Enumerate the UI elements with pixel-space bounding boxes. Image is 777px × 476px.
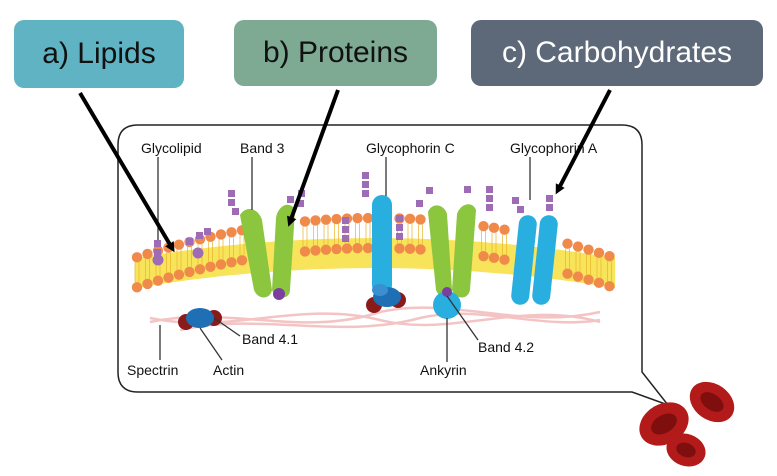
label-band3: Band 3 (240, 140, 285, 156)
lipid-head (499, 224, 510, 235)
red-blood-cells (639, 381, 735, 467)
lipid-head (562, 268, 573, 279)
lipid-head (299, 246, 311, 257)
lipid-head (604, 280, 615, 292)
lipid-head (310, 245, 321, 256)
label-glycophorin-c: Glycophorin C (366, 140, 455, 156)
proteins-callout-label: b) Proteins (262, 36, 409, 69)
lipid-head (562, 238, 573, 249)
lipid-head (184, 266, 195, 278)
lipid-head (320, 244, 332, 255)
lipid-head (341, 243, 353, 254)
carbohydrates-callout: c) Carbohydrates (471, 20, 763, 86)
lipids-callout: a) Lipids (14, 20, 184, 88)
lipid-head (215, 259, 227, 270)
band3-protein (228, 190, 305, 300)
label-band42: Band 4.2 (478, 339, 534, 355)
callout-arrows (78, 89, 612, 253)
glycophorin-a-protein (511, 195, 558, 305)
lipid-head (352, 243, 363, 254)
lipid-head (362, 212, 374, 224)
lipid-head (331, 243, 342, 255)
lipids-callout-label: a) Lipids (42, 37, 156, 70)
lipid-head (362, 242, 374, 254)
lipid-head (194, 264, 206, 275)
lipid-head (205, 261, 216, 272)
lipid-head (593, 247, 605, 259)
lipid-head (299, 216, 311, 227)
lipid-head (310, 215, 321, 226)
lipid-head (583, 244, 594, 255)
lipid-head (131, 282, 143, 293)
lipid-head (499, 254, 510, 265)
glycophorin-c-protein (342, 172, 403, 295)
arrow-carbohydrates (555, 89, 612, 195)
lipid-head (163, 272, 174, 283)
lipid-head (142, 278, 153, 290)
band3-ankyrin-protein (416, 186, 493, 319)
lipid-head (572, 241, 584, 252)
label-ankyrin: Ankyrin (420, 362, 467, 378)
lipid-head (173, 269, 185, 280)
lipid-head (142, 248, 153, 260)
arrow-lipids (78, 91, 175, 253)
lipid-head (173, 239, 185, 250)
lipid-head (226, 257, 237, 268)
lipid-head (488, 222, 500, 234)
lipid-head (583, 274, 594, 285)
proteins-callout: b) Proteins (234, 20, 437, 86)
lipid-head (415, 244, 426, 255)
lipid-head (226, 227, 237, 238)
lipid-head (152, 275, 164, 286)
lipid-head (415, 214, 426, 225)
lipid-head (572, 271, 584, 282)
lipid-head (488, 252, 500, 264)
lipid-head (131, 252, 143, 263)
lipid-head (331, 213, 342, 225)
spectrin-network (149, 306, 601, 332)
carbohydrates-callout-label: c) Carbohydrates (501, 36, 733, 69)
lipid-head (352, 213, 363, 224)
label-actin: Actin (213, 362, 244, 378)
lipid-head (404, 243, 416, 255)
lipid-head (478, 220, 489, 232)
label-band41: Band 4.1 (242, 331, 298, 347)
lipid-head (394, 243, 405, 254)
band41-complex-center (366, 284, 406, 313)
lipid-head (604, 250, 615, 262)
lipid-head (593, 277, 605, 289)
lipid-head (404, 213, 416, 225)
lipid-head (320, 214, 332, 225)
lipid-head (236, 255, 248, 266)
glycolipid (152, 228, 211, 266)
arrow-proteins (287, 89, 340, 227)
lipid-head (215, 229, 227, 240)
label-spectrin: Spectrin (127, 362, 178, 378)
lipid-head (478, 250, 489, 262)
label-glycolipid: Glycolipid (141, 140, 202, 156)
